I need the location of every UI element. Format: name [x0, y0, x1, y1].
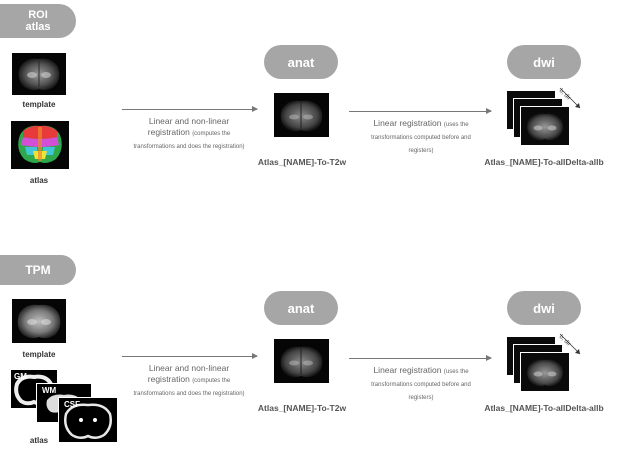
tpm-label: TPM — [0, 255, 76, 285]
top-template-image — [12, 53, 66, 95]
bottom-arrow-1-main: Linear and non-linear registration — [147, 363, 230, 384]
top-arrow-1-sub: (computes the transformations and does t… — [133, 131, 245, 150]
bottom-dwi-output-name: Atlas_[NAME]-To-allDelta-allb — [484, 403, 604, 413]
tissue-csf-label: CSF — [64, 400, 80, 409]
bottom-template-label: template — [22, 350, 56, 359]
top-dwi-output-name: Atlas_[NAME]-To-allDelta-allb — [484, 157, 604, 167]
top-arrow-1-text: Linear and non-linear registration (comp… — [128, 115, 250, 152]
top-atlas-image — [11, 121, 69, 169]
bottom-arrow-2-text: Linear registration (uses the transforma… — [358, 364, 484, 403]
bottom-arrow-2-sub: (uses the transformations computed befor… — [371, 369, 471, 401]
top-anat-pill: anat — [264, 45, 338, 79]
roi-atlas-label: ROI atlas — [0, 4, 76, 38]
top-arrow-2-sub: (uses the transformations computed befor… — [371, 122, 471, 154]
tissue-csf-image — [58, 397, 118, 443]
top-arrow-2-text: Linear registration (uses the transforma… — [358, 117, 484, 156]
bottom-arrow-2-main: Linear registration — [373, 365, 444, 375]
top-dwi-card-front — [520, 106, 570, 146]
top-anat-output-name: Atlas_[NAME]-To-T2w — [257, 157, 347, 167]
tissue-gm-label: GM — [14, 372, 27, 381]
bottom-dwi-pill: dwi — [507, 291, 581, 325]
top-dwi-stack: b, dir — [504, 86, 584, 156]
tissue-wm-label: WM — [42, 386, 57, 395]
top-arrow-2 — [349, 108, 492, 114]
roi-atlas-label-line2: atlas — [25, 21, 51, 33]
top-dwi-pill: dwi — [507, 45, 581, 79]
top-atlas-label: atlas — [29, 176, 49, 185]
top-arrow-1 — [122, 106, 258, 112]
top-arrow-2-main: Linear registration — [373, 118, 444, 128]
top-bdir-arrow — [559, 87, 581, 109]
bottom-anat-output-name: Atlas_[NAME]-To-T2w — [257, 403, 347, 413]
bottom-atlas-label: atlas — [29, 436, 49, 445]
bottom-dwi-card-front — [520, 352, 570, 392]
roi-atlas-label-line1: ROI — [28, 9, 48, 21]
bottom-anat-pill: anat — [264, 291, 338, 325]
bottom-arrow-1 — [122, 353, 258, 359]
bottom-arrow-1-sub: (computes the transformations and does t… — [133, 378, 245, 397]
bottom-anat-image — [274, 339, 329, 383]
top-template-label: template — [22, 100, 56, 109]
top-arrow-1-main: Linear and non-linear registration — [147, 116, 230, 137]
bottom-dwi-stack: b, dir — [504, 332, 584, 402]
bottom-bdir-arrow — [559, 333, 581, 355]
bottom-arrow-2 — [349, 355, 492, 361]
bottom-arrow-1-text: Linear and non-linear registration (comp… — [128, 362, 250, 399]
bottom-template-image — [12, 299, 66, 343]
top-anat-image — [274, 93, 329, 137]
